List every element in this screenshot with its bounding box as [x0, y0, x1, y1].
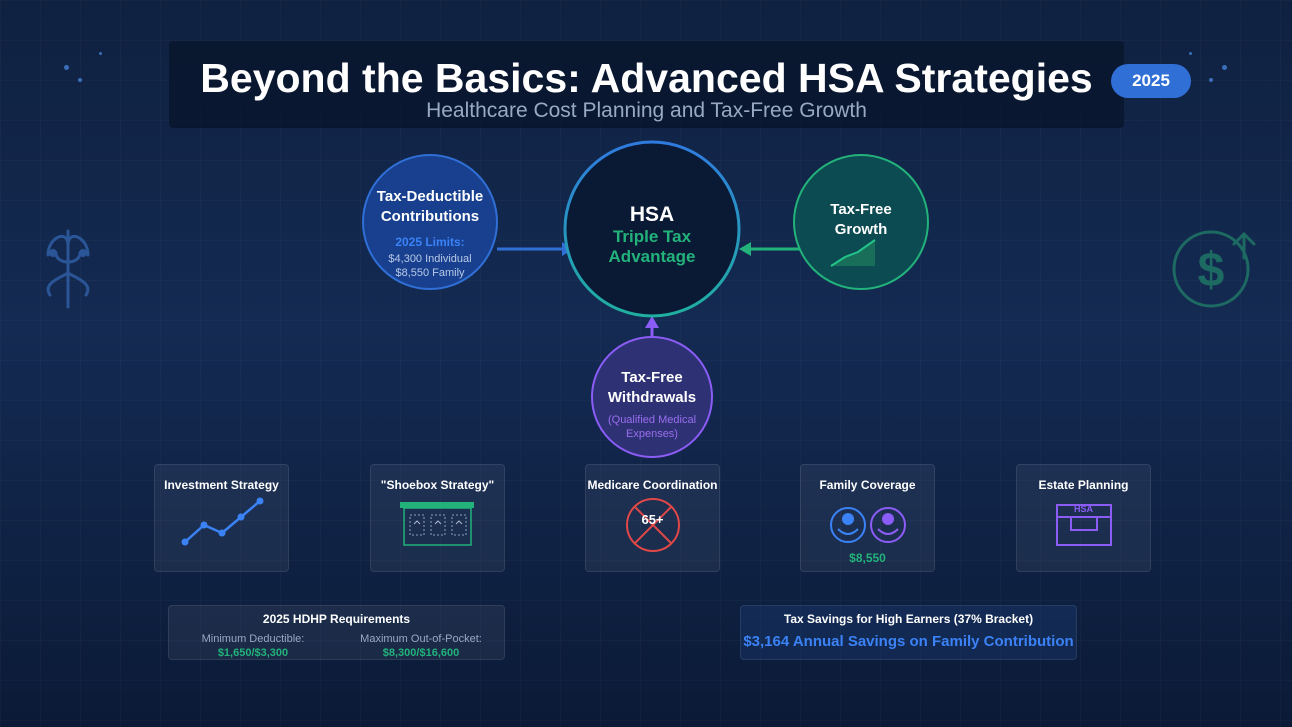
limit-individual: $4,300 Individual: [388, 253, 472, 265]
min-deductible-label: Minimum Deductible:: [201, 633, 305, 645]
growth-node: Tax-Free Growth: [796, 200, 926, 240]
decor-dot: [1222, 65, 1227, 70]
tax-savings-box: Tax Savings for High Earners (37% Bracke…: [740, 605, 1077, 660]
contributions-node: Tax-Deductible Contributions 2025 Limits…: [365, 187, 495, 280]
contributions-title-line2: Contributions: [380, 208, 480, 225]
medicare-age-label: 65+: [641, 512, 664, 527]
growth-chart-icon: [830, 239, 876, 267]
card-estate-planning[interactable]: Estate Planning HSA: [1016, 464, 1151, 572]
min-deductible: Minimum Deductible: $1,650/$3,300: [169, 633, 337, 660]
hsa-title: HSA: [629, 203, 675, 226]
growth-title-line1: Tax-Free: [830, 201, 892, 218]
card-shoebox-strategy[interactable]: "Shoebox Strategy": [370, 464, 505, 572]
hsa-subtitle-line2: Advantage: [608, 247, 696, 266]
card-title: Estate Planning: [1038, 478, 1129, 492]
card-title: Family Coverage: [819, 478, 916, 492]
withdrawals-note-line1: (Qualified Medical: [607, 414, 697, 426]
withdrawals-title-line2: Withdrawals: [607, 389, 697, 406]
estate-box-label: HSA: [1073, 504, 1093, 514]
withdrawals-circle: [591, 336, 713, 458]
page-subtitle: Healthcare Cost Planning and Tax-Free Gr…: [426, 99, 867, 122]
card-title: Investment Strategy: [164, 478, 279, 492]
card-family-coverage[interactable]: Family Coverage $8,550: [800, 464, 935, 572]
withdrawals-note-line2: Expenses): [626, 428, 678, 440]
title-panel: [169, 41, 1124, 128]
hdhp-requirements-box: 2025 HDHP Requirements Minimum Deductibl…: [168, 605, 505, 660]
tax-savings-value: $3,164 Annual Savings on Family Contribu…: [743, 633, 1074, 650]
withdrawals-node: Tax-Free Withdrawals (Qualified Medical …: [592, 368, 712, 441]
decor-dot: [78, 78, 82, 82]
tax-savings-title: Tax Savings for High Earners (37% Bracke…: [783, 612, 1034, 626]
max-oop-value: $8,300/$16,600: [382, 647, 460, 659]
family-amount: $8,550: [849, 551, 886, 565]
card-title: Medicare Coordination: [587, 478, 718, 492]
caduceus-icon: [46, 229, 90, 309]
family-icon: [830, 507, 906, 543]
hsa-center-node: HSA Triple Tax Advantage: [572, 203, 732, 267]
decor-dot: [1189, 52, 1192, 55]
arrow-withdrawals: [645, 316, 659, 328]
hsa-center-circle: [563, 140, 741, 318]
line-chart-icon: [181, 497, 264, 546]
limits-heading: 2025 Limits:: [395, 235, 465, 249]
hsa-subtitle-line1: Triple Tax: [612, 227, 692, 246]
svg-text:$: $: [1198, 244, 1225, 297]
decor-dot: [1209, 78, 1213, 82]
year-badge: 2025: [1111, 64, 1191, 98]
age-restriction-icon: [626, 498, 680, 552]
hsa-briefcase-icon: [1056, 504, 1112, 546]
contributions-circle: [362, 154, 498, 290]
max-out-of-pocket: Maximum Out-of-Pocket: $8,300/$16,600: [337, 633, 505, 660]
card-investment-strategy[interactable]: Investment Strategy: [154, 464, 289, 572]
dollar-growth-icon: $: [1172, 230, 1256, 308]
page-title: Beyond the Basics: Advanced HSA Strategi…: [200, 55, 1093, 101]
card-title: "Shoebox Strategy": [380, 478, 495, 492]
hdhp-title: 2025 HDHP Requirements: [262, 612, 411, 626]
withdrawals-title-line1: Tax-Free: [621, 369, 683, 386]
receipt-box-icon: [400, 502, 474, 546]
contributions-title-line1: Tax-Deductible: [376, 188, 484, 205]
min-deductible-value: $1,650/$3,300: [217, 647, 289, 659]
decor-dot: [64, 65, 69, 70]
growth-circle: [793, 154, 929, 290]
decor-dot: [99, 52, 102, 55]
max-oop-label: Maximum Out-of-Pocket:: [360, 633, 482, 645]
arrow-growth: [739, 242, 751, 256]
limit-family: $8,550 Family: [395, 267, 465, 279]
card-medicare-coordination[interactable]: Medicare Coordination 65+: [585, 464, 720, 572]
growth-title-line2: Growth: [834, 221, 888, 238]
